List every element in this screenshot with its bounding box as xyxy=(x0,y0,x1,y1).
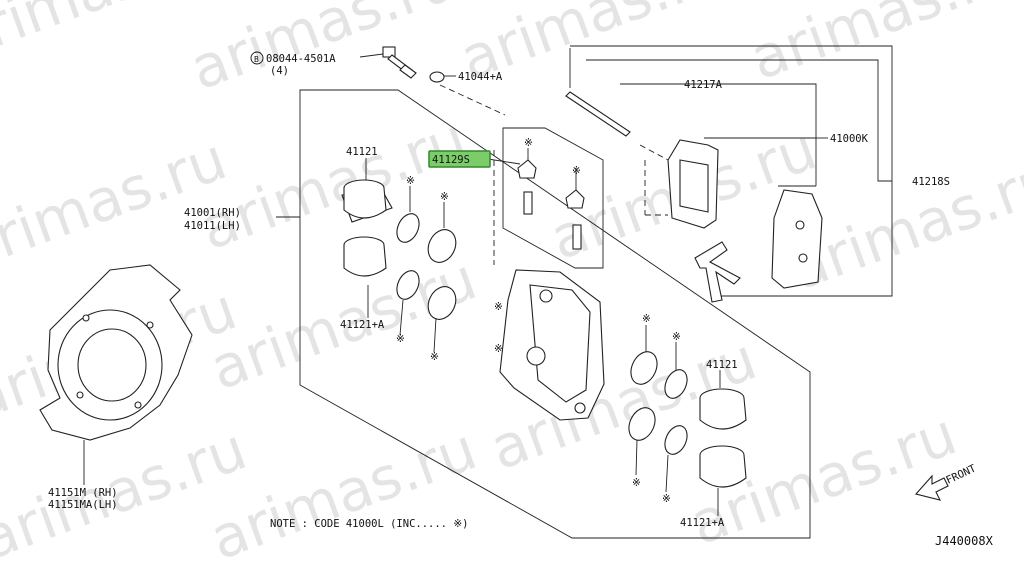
seal-part xyxy=(396,270,420,300)
asterisk-marker: ※ xyxy=(406,175,415,187)
pin-label: 41217A xyxy=(684,79,723,91)
bleeder-group-frame xyxy=(502,127,604,269)
caliper-group-frame xyxy=(299,89,811,539)
seal-part xyxy=(630,351,658,385)
dashed-guide xyxy=(439,84,506,116)
spring-part xyxy=(694,241,741,303)
pad-kit-label: 41000K xyxy=(830,133,869,145)
asterisk-marker: ※ xyxy=(494,343,503,355)
shim-part xyxy=(771,189,823,289)
asterisk-marker: ※ xyxy=(642,313,651,325)
brake-pad-part xyxy=(667,139,719,229)
bolt-circle-letter: B xyxy=(254,55,259,64)
washer-part xyxy=(429,71,445,83)
dashed-guide xyxy=(639,144,669,161)
watermark: arimas.ru xyxy=(182,0,465,103)
piston-part xyxy=(343,236,387,277)
asterisk-marker: ※ xyxy=(572,165,581,177)
bleeder-highlight-box[interactable] xyxy=(428,150,491,168)
caliper-rh-label: 41001(RH) xyxy=(184,207,241,219)
dust-shield-part xyxy=(39,264,193,441)
asterisk-marker: ※ xyxy=(672,331,681,343)
piston-part xyxy=(699,388,747,430)
seal-part xyxy=(396,213,420,243)
front-arrow-icon xyxy=(914,474,949,501)
asterisk-marker: ※ xyxy=(632,477,641,489)
asterisk-marker: ※ xyxy=(396,333,405,345)
piston-part xyxy=(341,179,393,223)
bolt-label: 08044-4501A xyxy=(266,53,336,65)
leader-line xyxy=(399,299,404,336)
piston-label: 41121 xyxy=(346,146,378,158)
seal-kit-label: 41121+A xyxy=(340,319,385,331)
caliper-lh-label: 41011(LH) xyxy=(184,220,241,232)
shield-lh-label: 41151MA(LH) xyxy=(48,499,118,511)
leader-line xyxy=(665,454,669,493)
diagram-id-label: J440008X xyxy=(935,534,994,548)
piston-right-label: 41121 xyxy=(706,359,738,371)
asterisk-marker: ※ xyxy=(494,301,503,313)
pin-part xyxy=(565,91,631,137)
seal-part xyxy=(664,425,688,455)
seal-kit-right-label: 41121+A xyxy=(680,517,725,529)
shield-rh-label: 41151M (RH) xyxy=(48,487,118,499)
caliper-body-part xyxy=(499,269,605,421)
leader-line xyxy=(487,158,521,165)
leader-line xyxy=(635,439,638,476)
bleeder-label: 41129S xyxy=(432,154,470,166)
leader-line xyxy=(433,317,437,353)
seal-part xyxy=(427,229,457,263)
watermark: arimas.ru xyxy=(202,415,485,574)
washer-label: 41044+A xyxy=(458,71,503,83)
asterisk-marker: ※ xyxy=(524,137,533,149)
pin-leader xyxy=(620,83,817,139)
bleeder-part xyxy=(517,159,585,250)
piston-part xyxy=(699,445,747,488)
asterisk-markers: ※ ※ ※ ※ ※ ※ ※ ※ ※ ※ ※ ※ xyxy=(396,137,681,505)
leader-line xyxy=(586,59,892,182)
note-text: NOTE : CODE 41000L (INC..... ※) xyxy=(270,518,468,530)
bolt-qty-label: (4) xyxy=(270,65,289,77)
asterisk-marker: ※ xyxy=(662,493,671,505)
watermark: arimas.ru xyxy=(742,0,1024,93)
asterisk-marker: ※ xyxy=(430,351,439,363)
seal-part xyxy=(664,369,688,399)
bolt-circle-marker xyxy=(250,51,264,65)
hardware-kit-label: 41218S xyxy=(912,176,950,188)
seal-part xyxy=(427,286,457,320)
seal-part xyxy=(628,407,656,441)
bolt-part xyxy=(382,46,417,79)
asterisk-marker: ※ xyxy=(440,191,449,203)
leader-line xyxy=(359,53,384,58)
hardware-kit-frame xyxy=(570,45,893,297)
